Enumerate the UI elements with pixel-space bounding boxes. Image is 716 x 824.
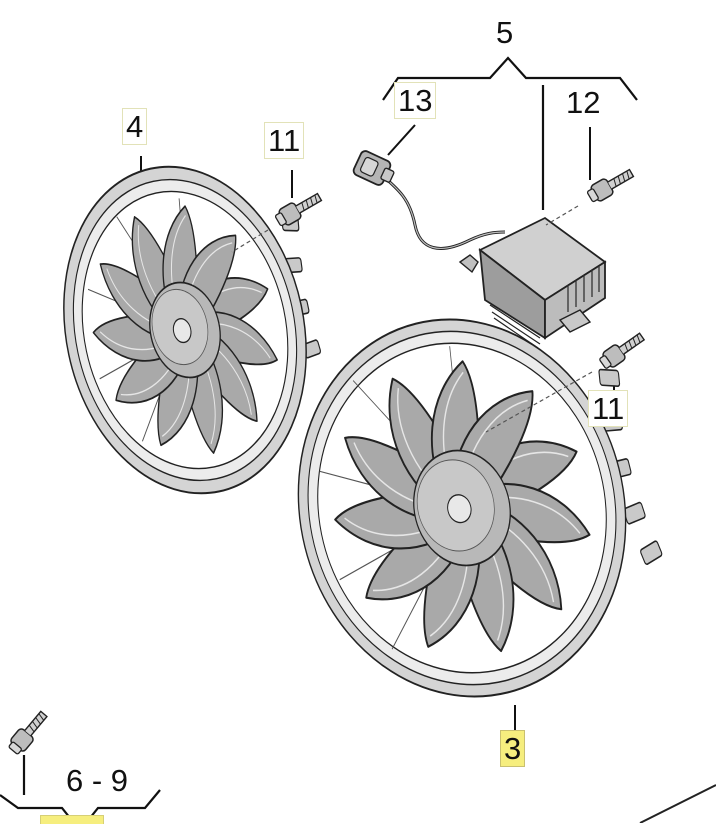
small-fan-part-4 [63, 165, 321, 495]
bottom-highlight-tab [40, 815, 104, 824]
bolt-part-6-9 [5, 707, 52, 758]
bolt-part-11-right [596, 328, 648, 373]
callout-3: 3 [500, 730, 526, 767]
callout-11-right: 11 [588, 390, 629, 427]
sheet-edge-line [639, 784, 716, 823]
callout-12: 12 [566, 85, 601, 120]
callout-4: 4 [122, 108, 148, 145]
fan-control-unit [352, 150, 607, 349]
callout-5: 5 [496, 15, 514, 50]
callout-13: 13 [394, 82, 437, 119]
bracket-5 [382, 56, 638, 210]
bolt-part-12 [584, 164, 637, 206]
callout-11-left: 11 [264, 122, 305, 159]
callout-6-9: 6 - 9 [66, 763, 129, 798]
assembly-lines [231, 205, 593, 433]
large-fan-part-3 [297, 318, 663, 698]
